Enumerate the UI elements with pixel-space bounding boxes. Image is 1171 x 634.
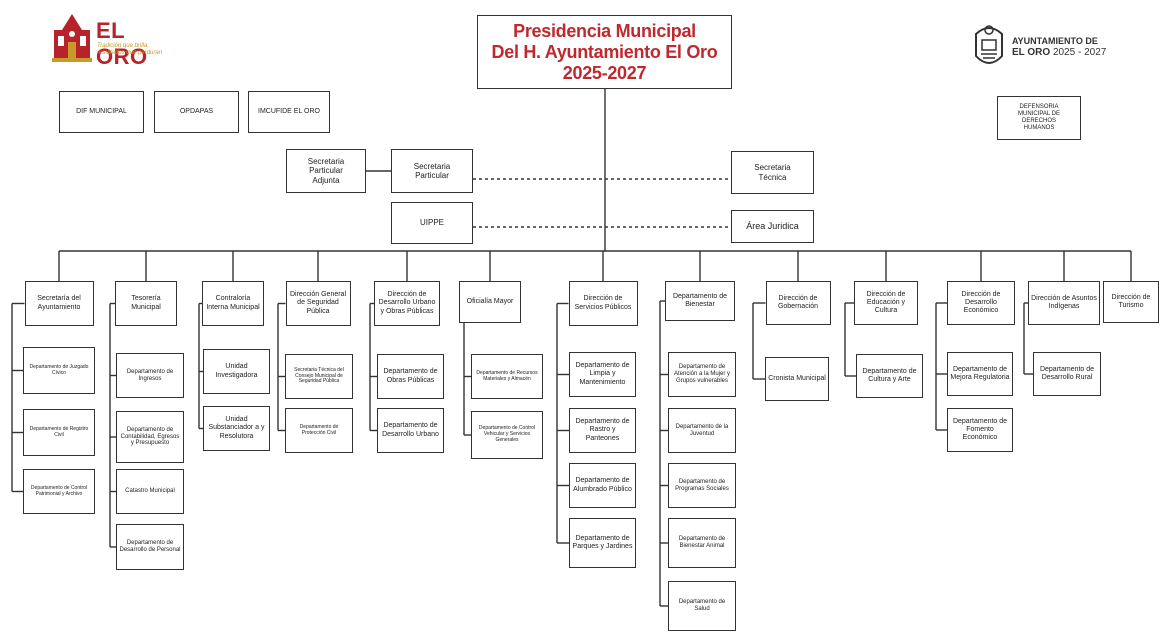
ayuntamiento-logo: AYUNTAMIENTO DE EL ORO 2025 - 2027: [972, 22, 1122, 74]
title-line-3: 2025-2027: [562, 62, 647, 83]
defensoria-box: DEFENSORIA MUNICIPAL DE DERECHOS HUMANOS: [997, 96, 1081, 140]
sub-box-6-2: Departamento de Alumbrado Público: [569, 463, 636, 508]
area-box-4: Dirección de Desarrollo Urbano y Obras P…: [374, 281, 440, 326]
uippe-box: UIPPE: [391, 202, 473, 244]
logo-line2-bold: EL ORO: [1012, 47, 1051, 58]
logo-tagline-1: Tradición que brilla,: [97, 43, 149, 49]
municipal-seal-icon: [975, 25, 1003, 64]
secretaria-tecnica: Secretaria Técnica: [731, 151, 814, 194]
sub-box-0-2: Departamento de Control Patrimonial y Ar…: [23, 469, 95, 514]
agency-dif: DIF MUNICIPAL: [59, 91, 144, 133]
sub-box-7-1: Departamento de la Juventud: [668, 408, 736, 453]
area-box-7: Departamento de Bienestar: [665, 281, 735, 321]
sub-box-6-1: Departamento de Rastro y Panteones: [569, 408, 636, 453]
sub-box-5-0: Departamento de Recursos Materiales y Al…: [471, 354, 543, 399]
area-box-10: Dirección de Desarrollo Económico: [947, 281, 1015, 325]
area-juridica: Área Juridica: [731, 210, 814, 243]
sub-box-1-0: Departamento de Ingresos: [116, 353, 184, 398]
area-box-12: Dirección de Turismo: [1103, 281, 1159, 323]
area-box-2: Contraloría Interna Municipal: [202, 281, 264, 326]
secretaria-particular-adjunta: Secretaria Particular Adjunta: [286, 149, 366, 193]
sub-box-1-2: Catastro Municipal: [116, 469, 184, 514]
church-icon: [52, 14, 92, 62]
agency-opdapas: OPDAPAS: [154, 91, 239, 133]
sub-box-3-1: Departamento de Protección Civil: [285, 408, 353, 453]
sub-box-1-3: Departamento de Desarrollo de Personal: [116, 524, 184, 570]
sub-box-7-4: Departamento de Salud: [668, 581, 736, 631]
sub-box-0-0: Departamento de Juzgado Cívico: [23, 347, 95, 394]
sub-box-6-0: Departamento de Limpia y Mantenimiento: [569, 352, 636, 397]
sub-box-3-0: Secretaria Técnica del Consejo Municipal…: [285, 354, 353, 399]
sub-box-8-0: Cronista Municipal: [765, 357, 829, 401]
area-box-8: Dirección de Gobernación: [765, 281, 831, 325]
logo-line2-years: 2025 - 2027: [1052, 47, 1107, 58]
sub-box-4-0: Departamento de Obras Públicas: [377, 354, 444, 399]
area-box-6: Dirección de Servicios Públicos: [568, 281, 638, 326]
area-box-1: Tesorería Municipal: [115, 281, 177, 326]
sub-box-11-0: Departamento de Desarrollo Rural: [1033, 352, 1101, 396]
sub-box-10-0: Departamento de Mejora Regulatoria: [947, 352, 1013, 396]
sub-box-6-3: Departamento de Parques y Jardines: [569, 518, 636, 568]
sub-box-1-1: Departamento de Contabilidad, Egresos y …: [116, 411, 184, 463]
area-box-0: Secretaría del Ayuntamiento: [24, 281, 94, 326]
secretaria-particular: Secretaria Particular: [391, 149, 473, 193]
agency-imcufide: IMCUFIDE EL ORO: [248, 91, 330, 133]
sub-box-2-1: Unidad Substanciador a y Resolutora: [203, 406, 270, 451]
el-oro-logo: EL ORO Tradición que brilla, resultados …: [50, 12, 180, 69]
sub-box-7-3: Departamento de Bienestar Animal: [668, 518, 736, 568]
sub-box-9-0: Departamento de Cultura y Arte: [856, 354, 923, 398]
area-box-9: Dirección de Educación y Cultura: [854, 281, 918, 325]
area-box-11: Dirección de Asuntos Indígenas: [1028, 281, 1100, 325]
sub-box-4-1: Departamento de Desarrollo Urbano: [377, 408, 444, 453]
sub-box-10-1: Departamento de Fomento Económico: [947, 408, 1013, 452]
sub-box-0-1: Departamento de Registro Civil: [23, 409, 95, 456]
sub-box-2-0: Unidad Investigadora: [203, 349, 270, 394]
logo-tagline-2: resultados que perduran: [97, 50, 163, 56]
sub-box-7-0: Departamento de Atención a la Mujer y Gr…: [668, 352, 736, 397]
sub-box-5-1: Departamento de Control Vehicular y Serv…: [471, 411, 543, 459]
sub-box-7-2: Departamento de Programas Sociales: [668, 463, 736, 508]
presidencia-box: Presidencia Municipal Del H. Ayuntamient…: [477, 15, 732, 89]
logo-line1: AYUNTAMIENTO DE: [1012, 36, 1098, 46]
title-line-1: Presidencia Municipal: [513, 20, 696, 41]
area-box-5: Oficialía Mayor: [459, 281, 521, 323]
logo-name: EL ORO: [96, 18, 148, 69]
title-line-2: Del H. Ayuntamiento El Oro: [491, 41, 718, 62]
area-box-3: Dirección General de Seguridad Pública: [285, 281, 351, 326]
